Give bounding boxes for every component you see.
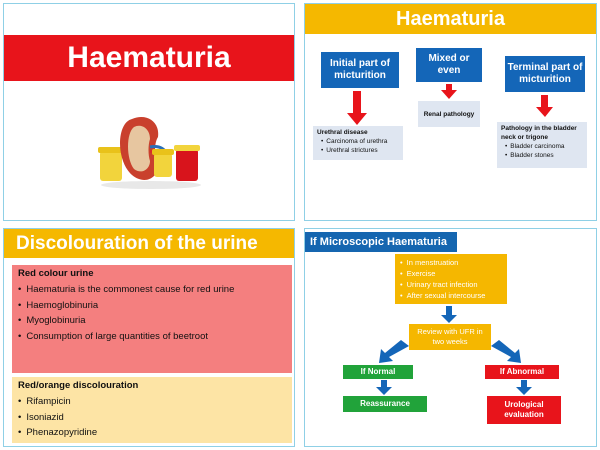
- initial-micturition-box: Initial part of micturition: [321, 52, 399, 88]
- slide1-title: Haematuria: [4, 35, 294, 81]
- bladder-pathology-box: Pathology in the bladder neck or trigone…: [497, 122, 587, 168]
- slide-urine-discolouration: Discolouration of the urine Red colour u…: [3, 228, 295, 447]
- slide4-title: If Microscopic Haematuria: [305, 232, 457, 252]
- slide2-title: Haematuria: [305, 4, 596, 34]
- list-item: Bladder stones: [501, 151, 583, 160]
- terminal-micturition-box: Terminal part of micturition: [505, 56, 585, 92]
- slide2-arrows: [347, 84, 553, 125]
- down-arrow-icon: [521, 380, 527, 389]
- orange-discolouration-heading: Red/orange discolouration: [18, 380, 139, 391]
- down-arrow-icon: [446, 84, 452, 92]
- urological-evaluation-box: Urological evaluation: [487, 396, 561, 424]
- slide-microscopic-haematuria: If Microscopic Haematuria In menstruatio…: [304, 228, 597, 447]
- red-colour-urine-block: Red colour urine Haematuria is the commo…: [12, 265, 292, 373]
- slide3-title: Discolouration of the urine: [4, 229, 294, 258]
- list-item: Myoglobinuria: [18, 313, 286, 329]
- orange-discolouration-block: Red/orange discolouration Rifampicin Iso…: [12, 377, 292, 443]
- list-item: Carcinoma of urethra: [317, 137, 399, 146]
- list-item: Consumption of large quantities of beetr…: [18, 329, 286, 345]
- diagonal-arrow-icon: [491, 340, 521, 363]
- urethral-disease-box: Urethral disease Carcinoma of urethra Ur…: [313, 126, 403, 160]
- down-arrow-icon: [446, 306, 452, 317]
- reassurance-box: Reassurance: [343, 396, 427, 412]
- list-item: Exercise: [400, 268, 502, 279]
- list-item: Haematuria is the commonest cause for re…: [18, 282, 286, 298]
- list-item: Haemoglobinuria: [18, 298, 286, 314]
- slide-haematuria-title: Haematuria: [3, 3, 295, 221]
- urine-cup-middle-icon: [154, 153, 172, 177]
- if-normal-box: If Normal: [343, 365, 413, 379]
- red-colour-heading: Red colour urine: [18, 268, 94, 279]
- down-arrow-icon: [381, 380, 387, 389]
- list-item: Phenazopyridine: [18, 425, 286, 441]
- slide-haematuria-timing: Haematuria Initial part of micturition M…: [304, 3, 597, 221]
- down-arrow-icon: [353, 91, 361, 115]
- list-item: Urinary tract infection: [400, 279, 502, 290]
- bladder-pathology-heading: Pathology in the bladder neck or trigone: [501, 125, 577, 141]
- benign-causes-box: In menstruation Exercise Urinary tract i…: [395, 254, 507, 304]
- diagonal-arrow-icon: [379, 340, 409, 363]
- urine-cup-left-icon: [100, 151, 122, 181]
- if-abnormal-box: If Abnormal: [485, 365, 559, 379]
- renal-pathology-box: Renal pathology: [418, 101, 480, 127]
- kidney-and-urine-sample-illustration: [98, 117, 201, 189]
- list-item: Urethral strictures: [317, 146, 399, 155]
- list-item: After sexual intercourse: [400, 290, 502, 301]
- down-arrow-icon: [541, 95, 548, 109]
- list-item: Isoniazid: [18, 410, 286, 426]
- blood-urine-cup-icon: [176, 149, 198, 181]
- review-ufr-box: Review with UFR in two weeks: [409, 324, 491, 350]
- list-item: In menstruation: [400, 257, 502, 268]
- mixed-even-box: Mixed or even: [416, 48, 482, 82]
- renal-pathology-heading: Renal pathology: [423, 110, 475, 118]
- list-item: Rifampicin: [18, 394, 286, 410]
- slide4-arrows: [376, 306, 532, 395]
- list-item: Bladder carcinoma: [501, 142, 583, 151]
- urethral-disease-heading: Urethral disease: [317, 129, 368, 136]
